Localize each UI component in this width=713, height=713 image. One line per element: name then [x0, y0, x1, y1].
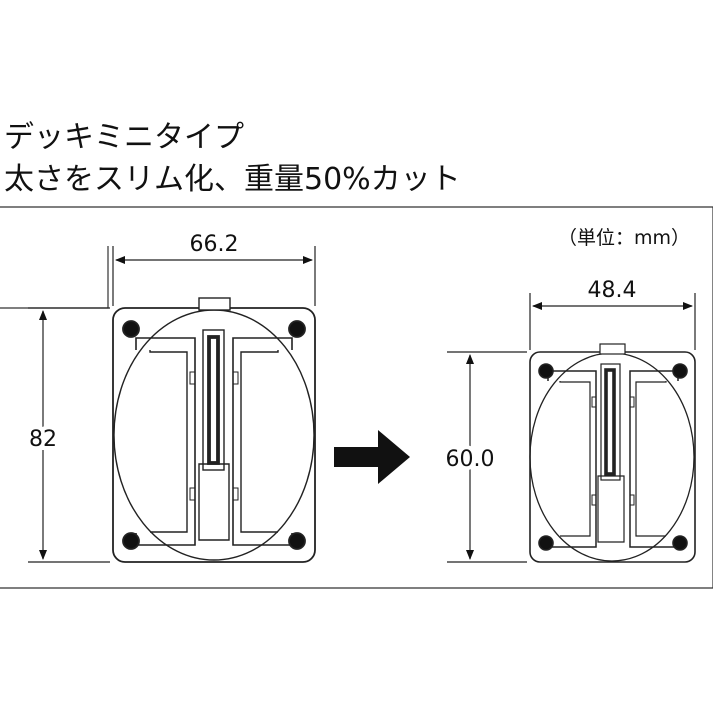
right-arrow-icon — [334, 430, 410, 484]
before-width-label: 66.2 — [190, 232, 239, 257]
unit-note: （単位：mm） — [558, 227, 690, 249]
before-profile — [112, 297, 316, 563]
after-width-label: 48.4 — [588, 278, 637, 303]
before-height-dimension — [28, 307, 110, 563]
after-height-label: 60.0 — [446, 447, 495, 472]
after-height-dimension — [447, 351, 527, 563]
before-width-dimension — [112, 246, 316, 306]
title-line-1: デッキミニタイプ — [4, 120, 244, 155]
title-line-2: 太さをスリム化、重量50%カット — [4, 162, 461, 197]
before-height-label: 82 — [29, 427, 57, 452]
after-profile — [529, 343, 696, 563]
after-width-dimension — [529, 293, 696, 350]
